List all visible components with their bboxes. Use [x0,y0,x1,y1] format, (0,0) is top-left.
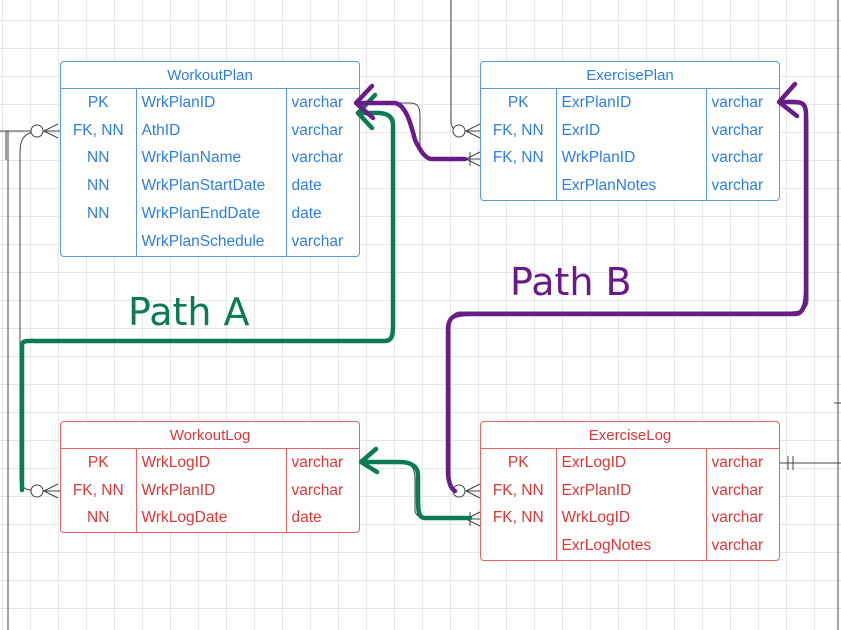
attribute-key: PK [61,449,137,477]
attribute-key [481,172,557,201]
exerciseplan-exercise-connector [450,0,480,132]
attribute-key: PK [481,449,557,477]
attribute-type: varchar [705,172,781,201]
attribute-key [61,227,137,256]
attribute-name: WrkPlanStartDate [141,177,266,195]
attribute-key: FK, NN [481,476,557,505]
optional-many-marker [30,124,44,138]
entity-title: WorkoutLog [61,422,359,449]
attribute-name: WrkLogID [561,509,631,527]
optional-many-marker [30,484,44,498]
attribute-key: PK [481,89,557,117]
attribute-type: varchar [705,144,781,173]
attribute-name: ExrLogNotes [561,537,652,555]
attribute-key: FK, NN [481,144,557,173]
workoutplan-workoutlog-connector [19,130,60,492]
optional-many-marker [452,124,466,138]
attribute-key: NN [61,504,137,533]
attribute-type: varchar [285,227,361,256]
entity-title: WorkoutPlan [61,62,359,89]
attribute-key: FK, NN [481,504,557,533]
attribute-type: varchar [705,532,781,561]
attribute-type: varchar [285,144,361,173]
attribute-type: date [285,200,361,228]
attribute-key: NN [61,200,137,228]
attribute-name: ExrPlanNotes [561,177,657,195]
attribute-name: WrkPlanName [141,149,242,167]
attribute-name: WrkPlanSchedule [141,232,265,250]
attribute-name: ExrPlanID [561,481,632,499]
attribute-type: varchar [705,476,781,505]
attribute-name: WrkPlanEndDate [141,205,261,223]
attribute-key [481,532,557,561]
attribute-type: varchar [285,449,361,477]
attribute-key: FK, NN [61,116,137,145]
attribute-type: varchar [285,116,361,145]
attribute-name: WrkPlanID [141,481,216,499]
entity-title: ExercisePlan [481,62,779,89]
attribute-name: AthID [141,121,181,139]
attribute-row[interactable]: ExrPlanNotes varchar [481,172,781,201]
attribute-row[interactable]: ExrLogNotes varchar [481,532,781,561]
entity-title: ExerciseLog [481,422,779,449]
attribute-key: PK [61,89,137,117]
attribute-type: date [285,504,361,533]
attribute-key: FK, NN [481,116,557,145]
attribute-type: varchar [705,449,781,477]
attribute-key: NN [61,144,137,173]
attribute-key: FK, NN [61,476,137,505]
attribute-name: WrkLogDate [141,509,228,527]
attribute-key: NN [61,172,137,201]
attribute-name: WrkPlanID [561,149,636,167]
attribute-type: date [285,172,361,201]
attribute-type: varchar [705,504,781,533]
attribute-name: WrkLogID [141,453,211,471]
attribute-type: varchar [705,89,781,117]
attribute-name: ExrLogID [561,453,627,471]
attribute-type: varchar [705,116,781,145]
optional-many-marker [452,484,466,498]
attribute-name: WrkPlanID [141,93,216,111]
attribute-name: ExrID [561,121,601,139]
attribute-name: ExrPlanID [561,93,632,111]
attribute-row[interactable]: WrkPlanSchedule varchar [61,227,361,256]
attribute-type: varchar [285,476,361,505]
attribute-type: varchar [285,89,361,117]
